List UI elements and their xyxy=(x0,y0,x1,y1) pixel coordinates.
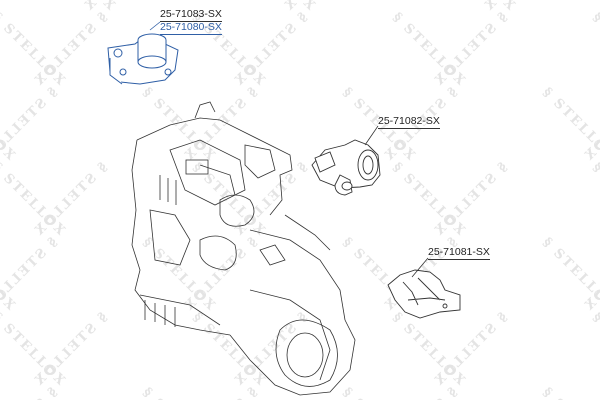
part-label-25-71081[interactable]: 25-71081-SX xyxy=(428,246,490,260)
part-label-25-71083[interactable]: 25-71083-SX xyxy=(160,8,222,22)
leader-side xyxy=(364,125,379,146)
gearbox-mount xyxy=(387,269,461,319)
leader-gearbox xyxy=(411,257,429,278)
part-label-25-71080[interactable]: 25-71080-SX xyxy=(160,21,222,35)
part-label-25-71082[interactable]: 25-71082-SX xyxy=(378,115,440,129)
top-engine-mount xyxy=(107,33,179,85)
leader-top xyxy=(149,21,161,31)
side-engine-mount xyxy=(311,139,381,196)
engine-assembly xyxy=(131,101,356,396)
